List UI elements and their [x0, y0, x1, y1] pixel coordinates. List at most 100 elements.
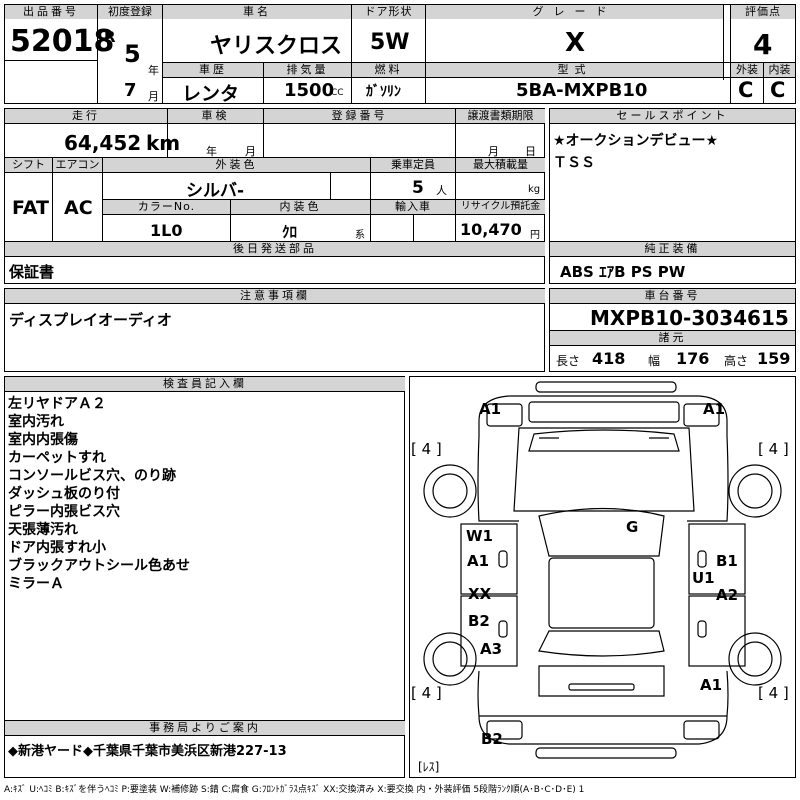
color-no: 1L0	[150, 221, 183, 240]
mileage-label: 走行	[5, 109, 167, 123]
inspector-notes: 左リヤドアＡ２ 室内汚れ 室内内張傷 カーペットすれ コンソールビス穴、のり跡 …	[8, 395, 190, 593]
mark-a1-rear: A1	[700, 676, 723, 694]
inspector-line: ミラーＡ	[8, 576, 64, 592]
mark-b2-rear: B2	[481, 730, 503, 748]
inspector-line: 室内汚れ	[8, 414, 64, 430]
notes-label: 注意事項欄	[5, 289, 545, 303]
inspector-line: コンソールビス穴、のり跡	[8, 468, 176, 484]
int-color: ｸﾛ	[282, 223, 298, 241]
reg-year-unit: 年	[148, 64, 159, 77]
mark-xx: XX	[468, 585, 492, 603]
tire-front-left: [ 4 ]	[411, 440, 442, 458]
tire-rear-left: [ 4 ]	[411, 684, 442, 702]
spare-tire-less: [ﾚｽ]	[418, 760, 440, 774]
history: レンタ	[182, 83, 240, 105]
chassis-number: MXPB10-3034615	[590, 306, 789, 330]
reg-era: R	[104, 28, 116, 46]
listing-no: 52018	[10, 24, 115, 59]
plate-label: 登録番号	[264, 109, 455, 123]
office-label: 事務局よりご案内	[5, 721, 405, 735]
mark-a1-front-right: A1	[703, 400, 726, 418]
name-label: 車名	[163, 5, 351, 19]
displacement-unit: CC	[331, 88, 344, 98]
mark-a2: A2	[716, 586, 739, 604]
recycle-label: リサイクル預託金	[456, 200, 545, 214]
color-no-label: カラーNo.	[103, 200, 230, 214]
grade: X	[565, 28, 586, 58]
ac-label: エアコン	[53, 158, 102, 172]
height-label: 高さ	[724, 354, 749, 368]
office-text: ◆新港ヤード◆千葉県千葉市美浜区新港227-13	[8, 744, 287, 759]
score: 4	[753, 28, 773, 61]
inspection-year-unit: 年	[206, 145, 217, 158]
doc-deadline-label: 譲渡書類期限	[456, 109, 545, 123]
shift-label: シフト	[5, 158, 52, 172]
capacity-label: 乗車定員	[371, 158, 455, 172]
car-name: ヤリスクロス	[210, 34, 343, 59]
doc-day-unit: 日	[525, 145, 536, 158]
fuel-label: 燃料	[352, 63, 425, 77]
legend: A:ｷｽﾞ U:ﾍｺﾐ B:ｷｽﾞを伴うﾍｺﾐ P:要塗装 W:補修跡 S:錆 …	[4, 785, 585, 795]
mark-b2-left: B2	[468, 612, 490, 630]
length-label: 長さ	[556, 354, 581, 368]
damage-diagram	[409, 376, 796, 778]
history-label: 車歴	[163, 63, 263, 77]
tire-rear-right: [ 4 ]	[758, 684, 789, 702]
import-label: 輸入車	[371, 200, 455, 214]
mileage: 64,452	[64, 131, 142, 155]
int-color-unit: 系	[355, 230, 365, 241]
inspector-section	[4, 376, 405, 778]
sales-label: セールスポイント	[550, 109, 795, 123]
notes-text: ディスプレイオーディオ	[9, 311, 172, 329]
width: 176	[676, 349, 710, 368]
ac: AC	[64, 197, 93, 219]
info-section	[4, 108, 545, 284]
displacement-label: 排気量	[264, 63, 351, 77]
fuel: ｶﾞｿﾘﾝ	[366, 84, 401, 100]
top-section	[4, 4, 796, 104]
sales-line-1: ★オークションデビュー★	[553, 133, 719, 149]
reg-month: 7	[124, 80, 137, 101]
inspector-line: カーペットすれ	[8, 450, 106, 466]
listing-no-label: 出品番号	[5, 5, 97, 19]
recycle-fee: 10,470	[460, 220, 522, 239]
car-outline	[423, 381, 782, 759]
mark-a1-left-door: A1	[467, 552, 490, 570]
int-label: 内装	[764, 63, 795, 77]
mark-a3: A3	[480, 640, 503, 658]
width-label: 幅	[648, 354, 661, 368]
mark-g: G	[626, 518, 639, 536]
inspector-line: ピラー内張ビス穴	[8, 504, 120, 520]
later-parts-label: 後日発送部品	[5, 242, 545, 256]
score-label: 評価点	[731, 5, 795, 19]
doc-month-unit: 月	[488, 145, 499, 158]
later-parts: 保証書	[9, 263, 55, 281]
int-score: C	[770, 78, 786, 102]
inspection-month-unit: 月	[245, 145, 256, 158]
displacement: 1500	[284, 80, 335, 101]
equipment-label: 純正装備	[550, 242, 795, 256]
notes-section	[4, 288, 545, 372]
shift: FAT	[12, 197, 49, 219]
inspector-line: ダッシュ板のり付	[8, 486, 120, 502]
mark-u1: U1	[692, 569, 715, 587]
ext-score: C	[738, 78, 754, 102]
inspector-line: ドア内張すれ小	[8, 540, 106, 556]
tire-front-right: [ 4 ]	[758, 440, 789, 458]
inspection-label: 車検	[168, 109, 263, 123]
color-label: 外装色	[103, 158, 370, 172]
load-label: 最大積載量	[456, 158, 545, 172]
height: 159	[757, 349, 791, 368]
color: シルバ-	[186, 181, 245, 201]
inspector-line: 左リヤドアＡ２	[8, 396, 106, 412]
inspector-line: 室内内張傷	[8, 432, 78, 448]
capacity: 5	[412, 178, 424, 198]
mileage-unit: km	[146, 131, 181, 155]
chassis-label: 車台番号	[550, 289, 795, 303]
int-color-label: 内装色	[231, 200, 370, 214]
load-unit: kg	[528, 184, 541, 195]
doors: 5W	[370, 30, 410, 55]
spec-label: 諸元	[550, 331, 795, 345]
capacity-unit: 人	[436, 184, 447, 197]
model-label: 型式	[426, 63, 723, 77]
